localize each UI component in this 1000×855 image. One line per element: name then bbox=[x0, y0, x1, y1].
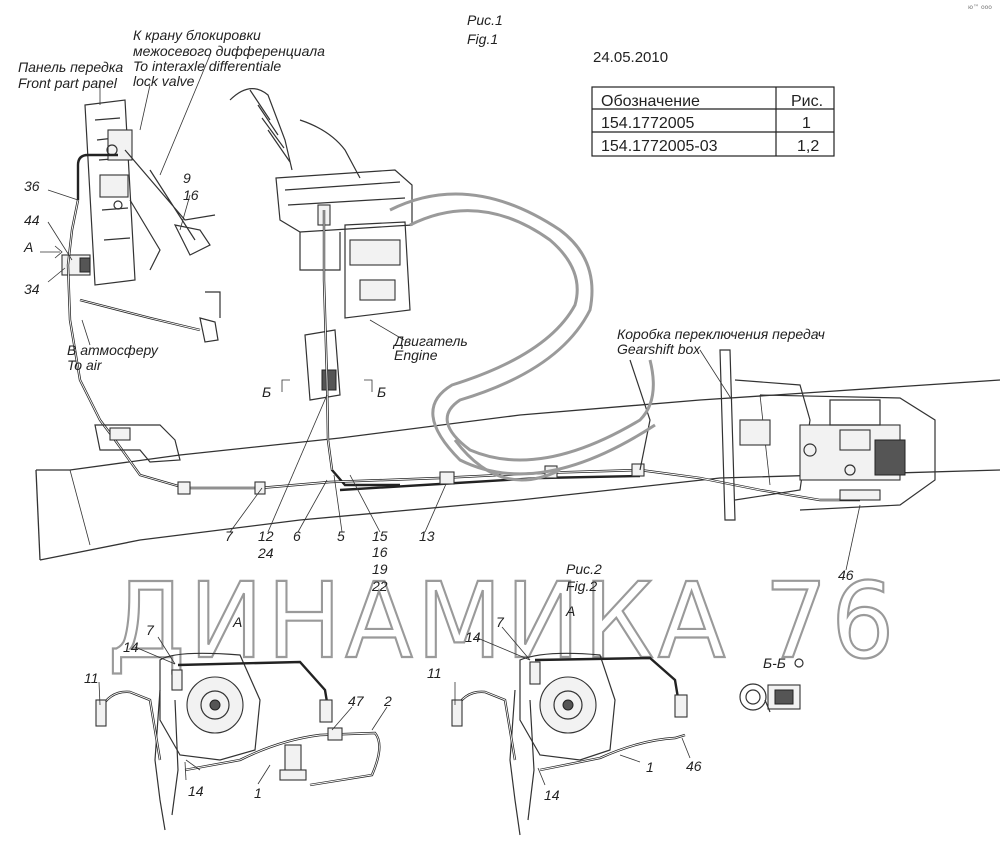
part-number: 2 bbox=[383, 693, 392, 709]
designation-table: Обозначение Рис. 154.1772005 1 154.17720… bbox=[591, 86, 835, 157]
section-b-left-mark: Б bbox=[262, 384, 271, 400]
to-air-label-ru: В атмосферу bbox=[67, 342, 159, 358]
table-cell: 154.1772005-03 bbox=[601, 138, 718, 155]
part-number: 13 bbox=[419, 528, 435, 544]
text-labels: Рис.1 Fig.1 24.05.2010 ю™ ооо Панель пер… bbox=[18, 4, 992, 671]
section-b-right-mark: Б bbox=[377, 384, 386, 400]
gearbox-label-ru: Коробка переключения передач bbox=[617, 326, 825, 342]
view-a-mark: А bbox=[565, 603, 575, 619]
part-number: 16 bbox=[372, 544, 388, 560]
part-number: 11 bbox=[84, 670, 99, 686]
lock-valve-label-en-2: lock valve bbox=[133, 73, 195, 89]
part-number: 16 bbox=[183, 187, 199, 203]
part-numbers: 36 44 34 9 16 7 12 24 6 5 15 16 19 22 13… bbox=[24, 170, 854, 803]
part-number: 1 bbox=[646, 759, 654, 775]
lock-valve-label-en-1: To interaxle differentiale bbox=[133, 58, 281, 74]
table-cell: 154.1772005 bbox=[601, 115, 695, 132]
watermark: ДИНАМИКА 76 bbox=[107, 192, 895, 683]
part-number: 19 bbox=[372, 561, 388, 577]
part-number: 34 bbox=[24, 281, 40, 297]
part-number: 12 bbox=[258, 528, 274, 544]
fig2-title-ru: Рис.2 bbox=[566, 561, 602, 577]
part-number: 24 bbox=[257, 545, 274, 561]
lock-valve-label-ru-2: межосевого дифференциала bbox=[133, 43, 325, 59]
fig2-title-en: Fig.2 bbox=[566, 578, 597, 594]
part-number: 9 bbox=[183, 170, 191, 186]
fig1-title-ru: Рис.1 bbox=[467, 12, 503, 28]
drawing-date: 24.05.2010 bbox=[593, 49, 668, 66]
front-panel bbox=[61, 99, 221, 343]
table-cell: 1 bbox=[802, 115, 811, 132]
part-number: 14 bbox=[123, 639, 139, 655]
part-number: 7 bbox=[496, 614, 505, 630]
front-panel-label-ru: Панель передка bbox=[18, 59, 123, 75]
part-number: 44 bbox=[24, 212, 40, 228]
part-number: 14 bbox=[465, 629, 481, 645]
view-a-mark: А bbox=[23, 239, 33, 255]
table-header-designation: Обозначение bbox=[601, 93, 700, 110]
part-number: 14 bbox=[188, 783, 204, 799]
fig2-left-assembly bbox=[95, 652, 381, 831]
table-cell: 1,2 bbox=[797, 138, 819, 155]
part-number: 5 bbox=[337, 528, 345, 544]
section-bb-detail bbox=[739, 658, 804, 713]
front-panel-label-en: Front part panel bbox=[18, 75, 118, 91]
gearbox-label-en: Gearshift box bbox=[617, 341, 701, 357]
part-number: 7 bbox=[146, 622, 155, 638]
part-number: 1 bbox=[254, 785, 262, 801]
part-number: 7 bbox=[225, 528, 234, 544]
corner-mark: ю™ ооо bbox=[968, 4, 992, 11]
part-number: 15 bbox=[372, 528, 388, 544]
fig1-title-en: Fig.1 bbox=[467, 31, 498, 47]
part-number: 6 bbox=[293, 528, 301, 544]
part-number: 36 bbox=[24, 178, 40, 194]
to-air-label-en: To air bbox=[67, 357, 103, 373]
engine bbox=[229, 88, 413, 487]
part-number: 46 bbox=[686, 758, 702, 774]
lock-valve-label-ru-1: К крану блокировки bbox=[133, 27, 261, 43]
view-a-mark: А bbox=[232, 614, 242, 630]
part-number: 14 bbox=[544, 787, 560, 803]
leader-lines bbox=[40, 54, 861, 786]
front-pipe-loop bbox=[66, 153, 186, 490]
engine-label-en: Engine bbox=[394, 347, 438, 363]
part-number: 47 bbox=[348, 693, 365, 709]
gearbox bbox=[719, 349, 936, 521]
table-header-fig: Рис. bbox=[791, 93, 823, 110]
section-bb-mark: Б-Б bbox=[763, 655, 786, 671]
part-number: 46 bbox=[838, 567, 854, 583]
fig2-right-assembly bbox=[451, 652, 688, 836]
part-number: 22 bbox=[371, 578, 388, 594]
part-number: 11 bbox=[427, 665, 442, 681]
engine-label-ru: Двигатель bbox=[392, 333, 468, 349]
main-pipe-run bbox=[177, 359, 860, 502]
